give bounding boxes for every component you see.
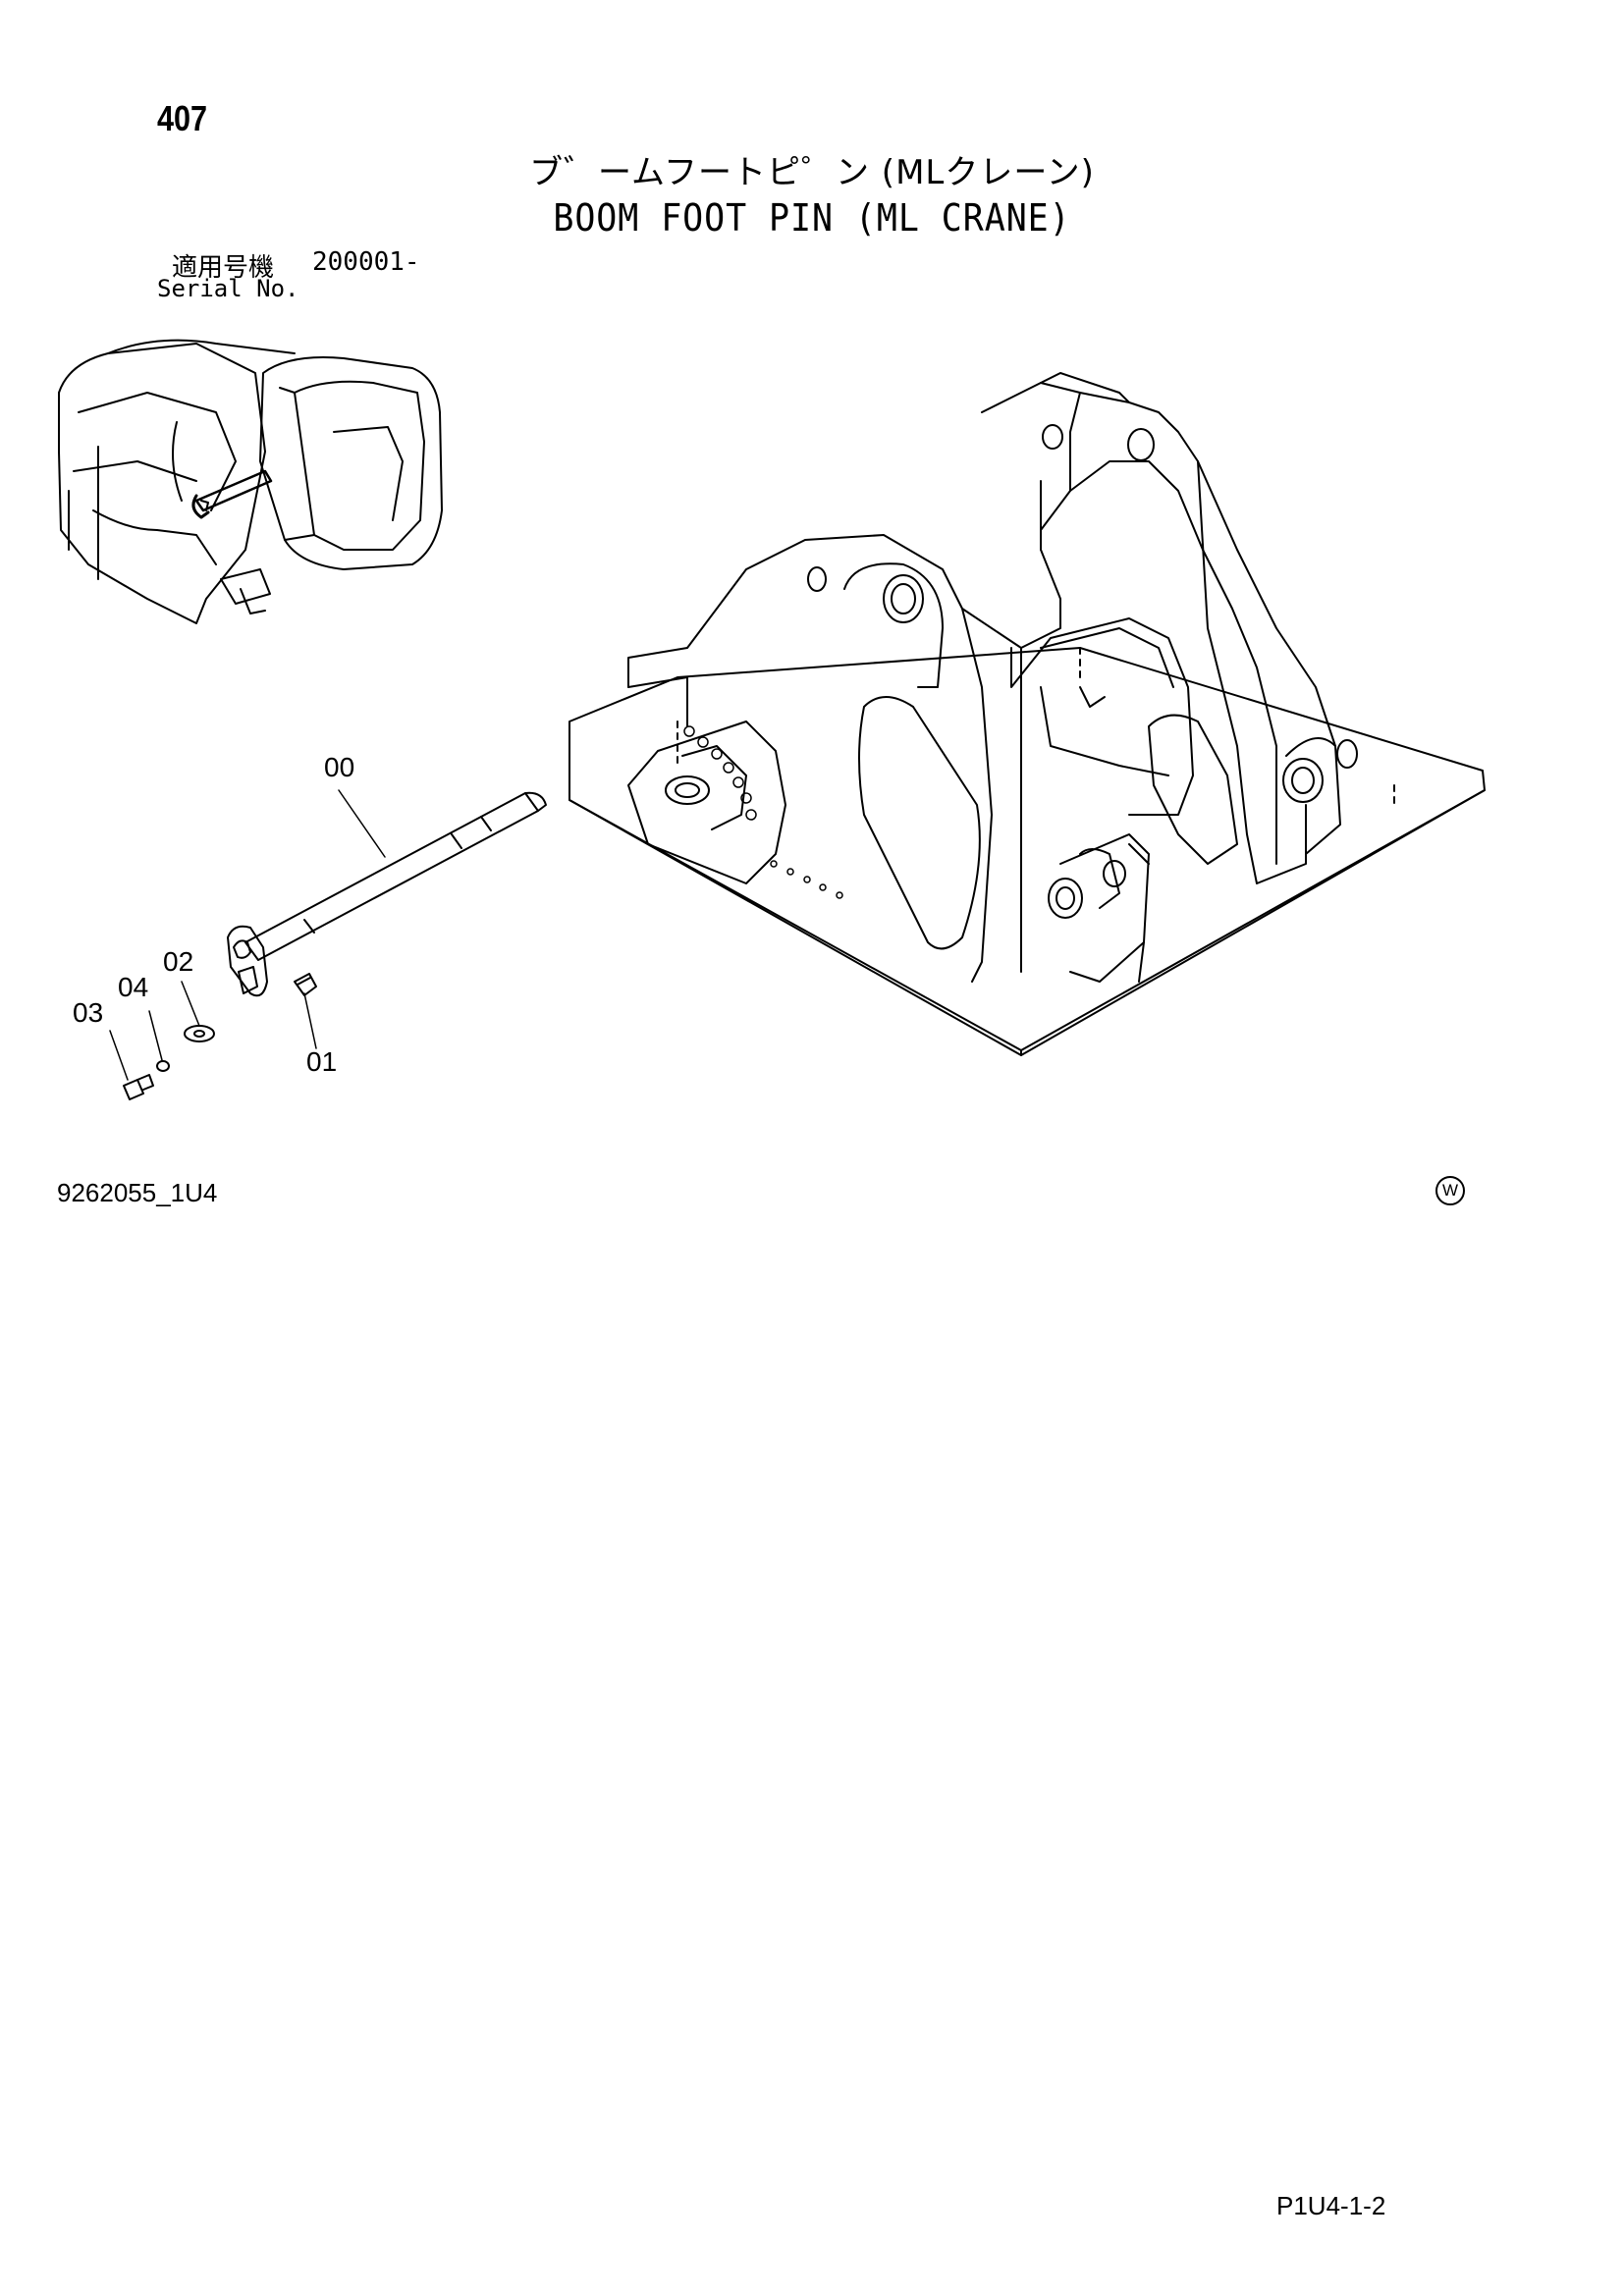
callout-02: 02: [163, 946, 194, 977]
callout-00: 00: [324, 752, 355, 782]
callout-01: 01: [306, 1046, 338, 1077]
callout-04: 04: [118, 972, 149, 1002]
boom-foot-structure: [568, 372, 1486, 1056]
page-number: 407: [157, 98, 208, 138]
leader-lines: [109, 789, 386, 1081]
callout-03: 03: [73, 997, 104, 1028]
bracket-holes: [683, 725, 757, 821]
serial-label-english: Serial No.: [157, 275, 299, 302]
serial-label-japanese: 適用号機: [172, 253, 275, 283]
figure-id: 9262055_1U4: [57, 1178, 218, 1207]
title-english: BOOM FOOT PIN (ML CRANE): [553, 196, 1071, 240]
page-code: P1U4-1-2: [1276, 2191, 1386, 2220]
boom-foot-pin-assembly: [109, 789, 547, 1100]
base-plate-holes: [770, 860, 843, 899]
title-japanese: ブ゛ームフートピ゜ン (MLクレーン): [529, 153, 1095, 192]
w-mark-icon: W: [1435, 1176, 1465, 1205]
serial-range: 200001-: [312, 247, 420, 277]
machine-overview-thumbnail: [58, 339, 443, 624]
